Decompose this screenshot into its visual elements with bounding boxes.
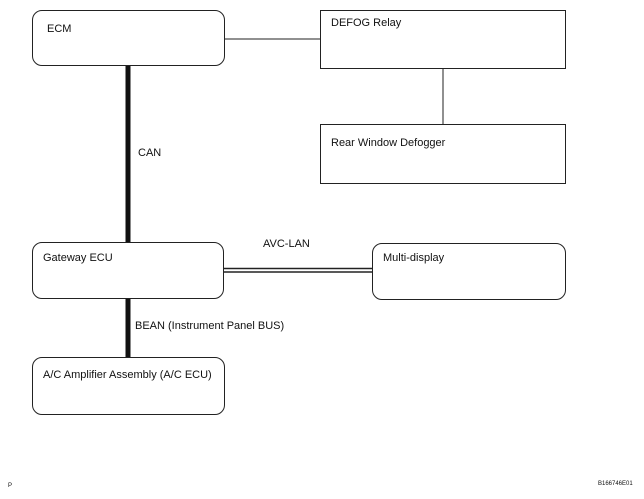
rear-window-defogger-label: Rear Window Defogger [331, 137, 446, 149]
defog-relay-label: DEFOG Relay [331, 17, 402, 29]
avc-lan-label: AVC-LAN [263, 238, 310, 250]
bean-label: BEAN (Instrument Panel BUS) [135, 320, 285, 332]
can-label: CAN [138, 147, 162, 159]
ecm-box: ECM [32, 10, 225, 66]
multi-display-box: Multi-display [372, 243, 566, 300]
multi-display-label: Multi-display [383, 252, 445, 264]
ac-amplifier-box: A/C Amplifier Assembly (A/C ECU) [32, 357, 225, 415]
rear-window-defogger-box: Rear Window Defogger [320, 124, 566, 184]
gateway-ecu-label: Gateway ECU [43, 252, 113, 264]
defog-relay-box: DEFOG Relay [320, 10, 566, 69]
ac-amplifier-label: A/C Amplifier Assembly (A/C ECU) [43, 369, 212, 381]
figure-id: B166746E01 [598, 481, 633, 487]
gateway-ecu-box: Gateway ECU [32, 242, 224, 299]
footer-left-mark: P [8, 483, 13, 489]
ecm-label: ECM [47, 23, 72, 35]
